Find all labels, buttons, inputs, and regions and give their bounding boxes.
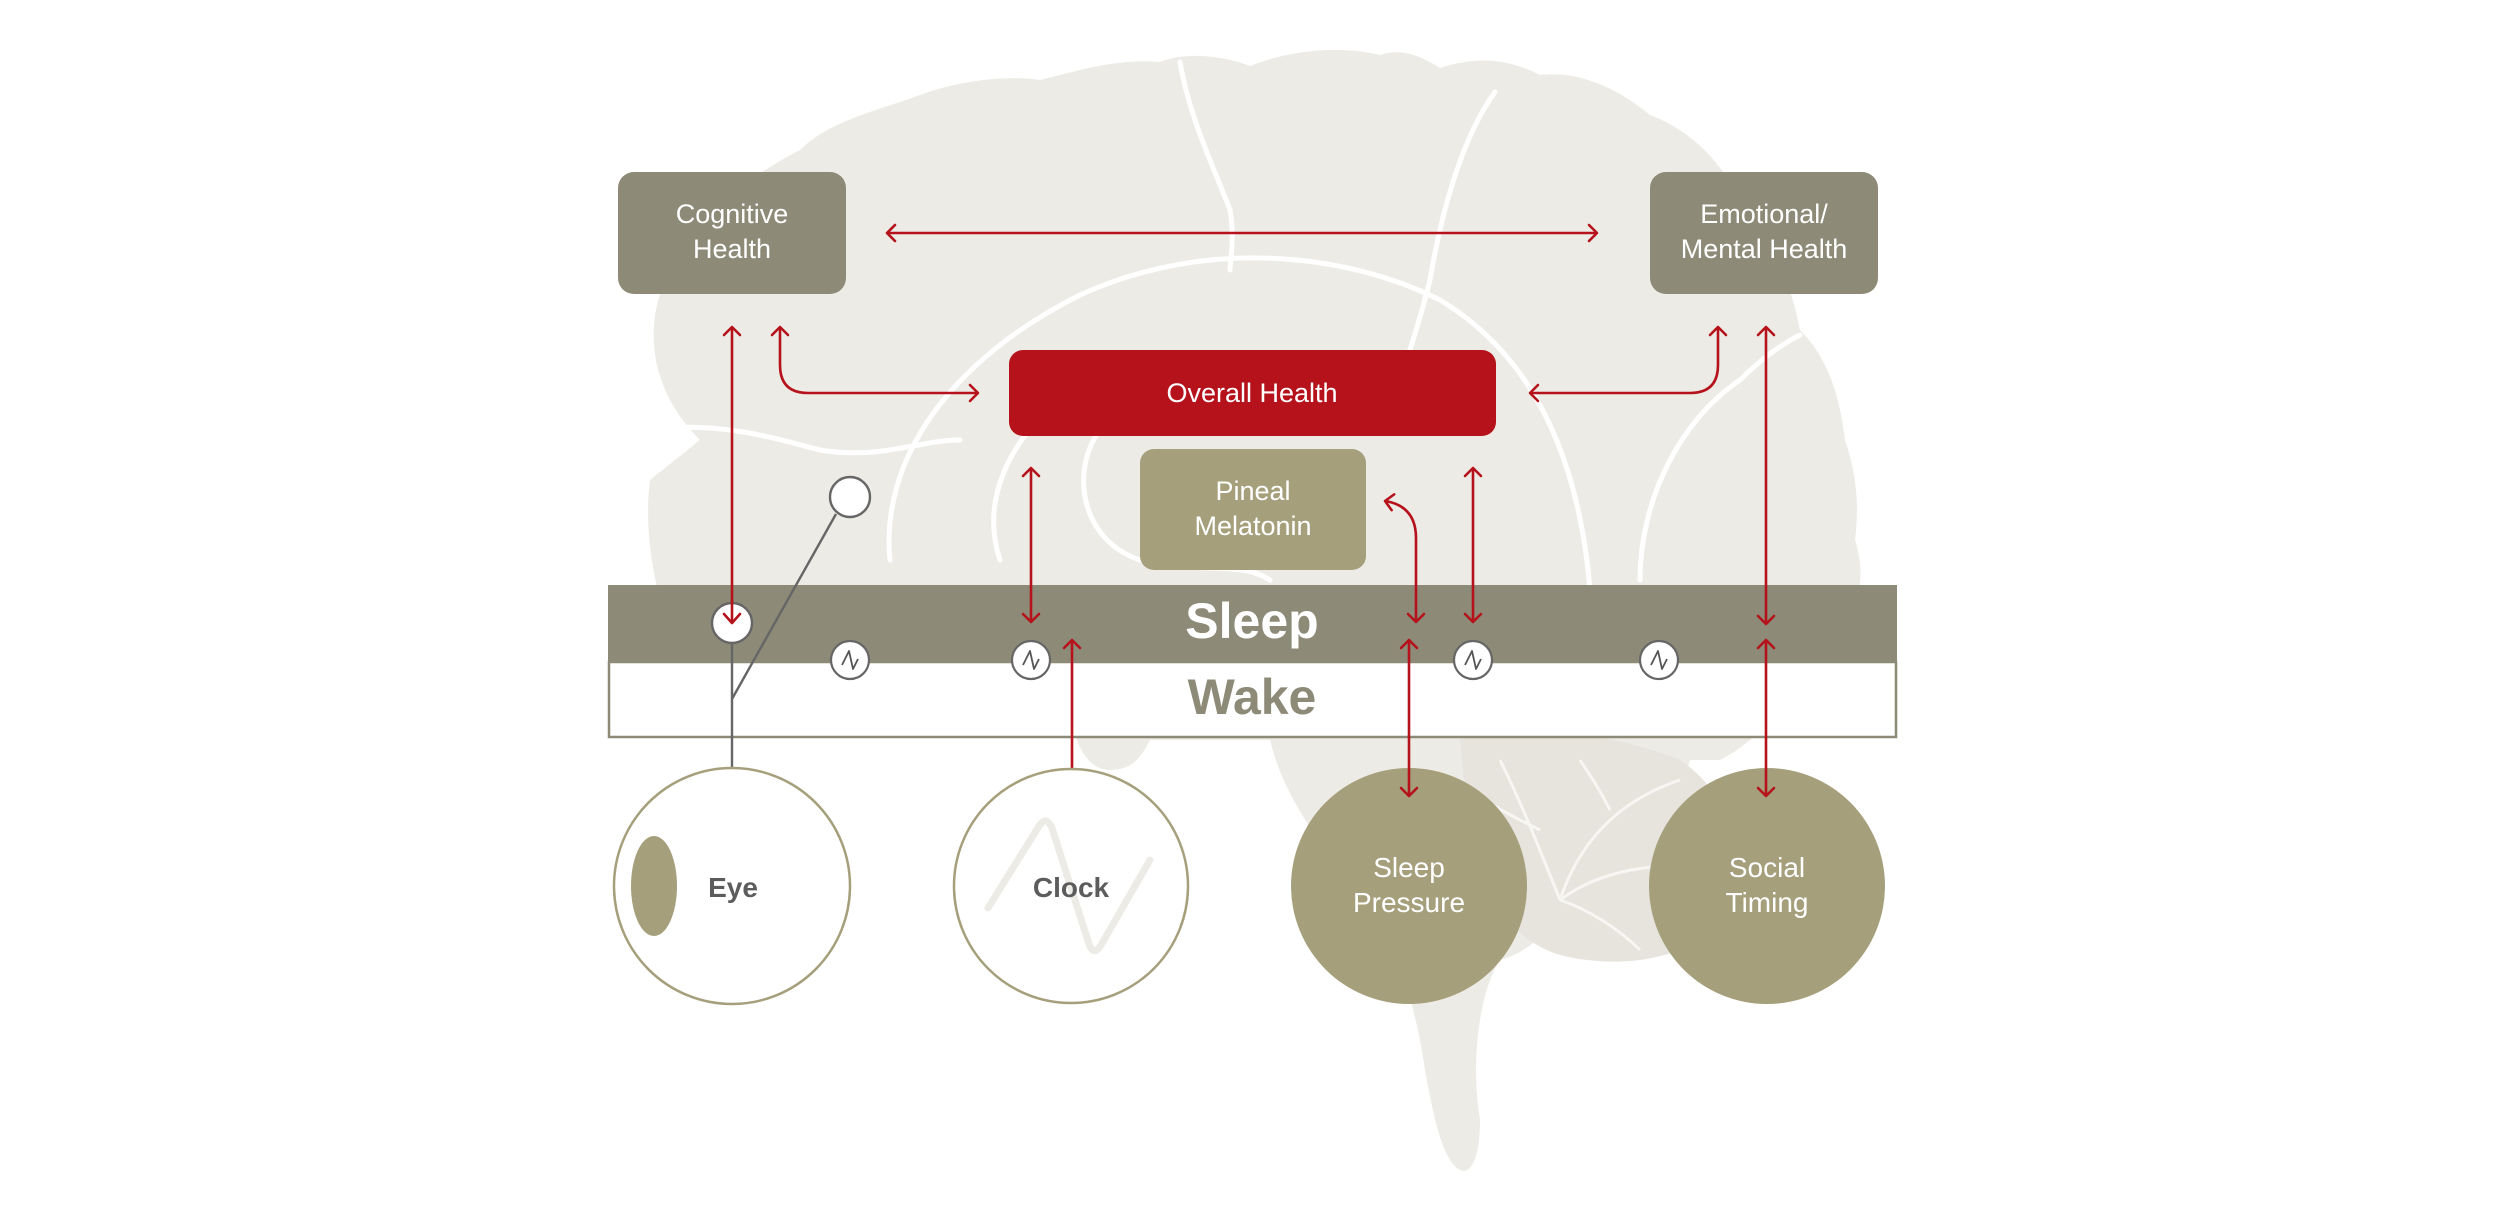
overall-health-label: Overall Health	[1166, 378, 1337, 408]
sleep-pressure-label-line2: Pressure	[1353, 887, 1465, 918]
wake-label: Wake	[1188, 669, 1317, 725]
pineal-node: Pineal Melatonin	[1140, 449, 1366, 570]
eye-band-marker-arrowhead	[722, 612, 742, 625]
social-timing-circle	[1649, 768, 1885, 1004]
wave-icon-glyph	[1022, 650, 1040, 670]
social-timing-factor: Social Timing	[1649, 768, 1885, 1004]
eye-label: Eye	[708, 872, 758, 903]
pineal-label-line1: Pineal	[1215, 476, 1290, 506]
factor-arrowheads	[1399, 768, 1776, 798]
emotional-health-label-line2: Mental Health	[1681, 234, 1848, 264]
wave-icon	[1452, 639, 1494, 681]
eye-connector-diagonal	[730, 513, 838, 700]
sleep-pressure-factor: Sleep Pressure	[1291, 768, 1527, 1004]
eye-factor: Eye	[612, 766, 852, 1006]
clock-label: Clock	[1033, 872, 1110, 903]
cognitive-health-node: Cognitive Health	[618, 172, 846, 294]
wave-icon-glyph	[841, 650, 859, 670]
emotional-health-box	[1650, 172, 1878, 294]
eye-circle	[612, 766, 852, 1006]
retina-node-circle	[828, 475, 872, 519]
wave-icon-glyph	[1650, 650, 1668, 670]
cognitive-health-label-line1: Cognitive	[676, 199, 789, 229]
wave-icon	[1010, 639, 1052, 681]
social-timing-label-line1: Social	[1729, 852, 1805, 883]
pineal-box	[1140, 449, 1366, 570]
rhythm-marker	[1638, 639, 1680, 681]
cognitive-health-box	[618, 172, 846, 294]
wave-icon-glyph	[1464, 650, 1482, 670]
rhythm-markers	[829, 639, 1680, 681]
wake-band	[607, 660, 1898, 739]
eye-band-marker	[710, 600, 754, 645]
eye-connector	[730, 475, 872, 768]
sleep-wake-bands: Sleep Wake	[607, 585, 1898, 739]
sleep-pressure-label-line1: Sleep	[1373, 852, 1445, 883]
wave-icon	[1638, 639, 1680, 681]
social-timing-label-line2: Timing	[1726, 887, 1809, 918]
wave-icon	[829, 639, 871, 681]
overall-health-box	[1009, 350, 1496, 436]
emotional-health-label-line1: Emotional/	[1700, 199, 1828, 229]
arrow-cognitive-overall	[770, 325, 980, 403]
arrow-sleep-pineal	[1383, 493, 1426, 624]
brain-sulcus-frontal	[1397, 89, 1498, 383]
sleep-band	[608, 585, 1897, 662]
brain-temporal-line	[647, 424, 963, 456]
sleep-label: Sleep	[1185, 593, 1318, 649]
pineal-label-line2: Melatonin	[1194, 511, 1311, 541]
cognitive-health-label-line2: Health	[693, 234, 771, 264]
rhythm-marker	[829, 639, 871, 681]
clock-wave-icon	[984, 817, 1154, 955]
rhythm-marker	[1452, 639, 1494, 681]
arrow-emotional-overall	[1528, 325, 1728, 403]
eye-pupil-icon	[631, 836, 677, 936]
rhythm-marker	[1010, 639, 1052, 681]
clock-factor: Clock	[952, 767, 1190, 1005]
brain-corpus-callosum-outer	[886, 255, 1593, 593]
sleep-pressure-circle	[1291, 768, 1527, 1004]
overall-health-node: Overall Health	[1009, 350, 1496, 436]
emotional-health-node: Emotional/ Mental Health	[1650, 172, 1878, 294]
brain-sulcus-central	[1177, 59, 1235, 273]
